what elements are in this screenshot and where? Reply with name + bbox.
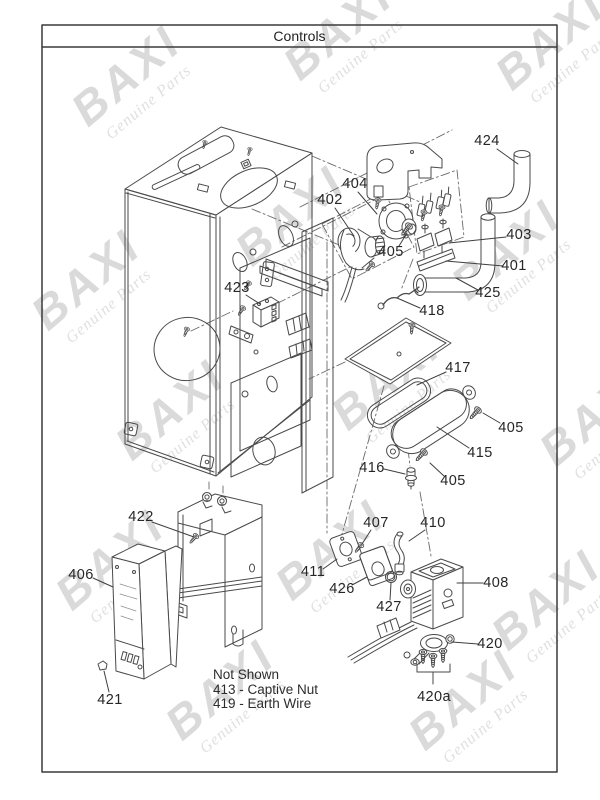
grommet-416 (405, 467, 417, 490)
valve-harness-wires (347, 617, 418, 664)
leader-line-405 (482, 412, 501, 424)
leader-line-407 (361, 529, 372, 545)
cabinet-case (123, 126, 313, 477)
leader-line-402 (334, 207, 355, 237)
terminal-block-423 (252, 296, 280, 328)
flue-hood-bracket (366, 142, 443, 210)
earth-lead-418 (377, 286, 420, 310)
j-pipe-425 (413, 213, 496, 296)
controls-tray-panels (228, 217, 334, 494)
leader-line-416 (383, 468, 406, 475)
screw-422 (187, 532, 201, 546)
leader-line-418 (396, 297, 421, 309)
control-lid-plate (344, 317, 452, 385)
leader-line-424 (496, 148, 519, 165)
fan-motor-402 (337, 227, 386, 303)
leader-line-401 (445, 260, 504, 267)
chassis-bracket (172, 492, 263, 648)
electrode-clips-403 (416, 186, 456, 272)
leader-line-404 (357, 191, 378, 215)
gas-valve-408 (400, 558, 464, 630)
leader-line-421 (103, 670, 110, 693)
cap-421 (97, 660, 108, 671)
leader-line-410 (408, 529, 426, 542)
leader-line-406 (92, 577, 114, 588)
leader-line-427 (389, 582, 392, 601)
fan-flange-disc (378, 202, 417, 240)
screw-set-420a (416, 647, 451, 685)
leader-line-403 (448, 236, 507, 244)
leader-line-405 (398, 232, 408, 247)
leader-line-411 (322, 558, 338, 570)
leader-line-425 (455, 277, 479, 291)
leader-line-415 (436, 426, 470, 449)
page-frame (41, 24, 558, 773)
leader-line-417 (416, 371, 447, 386)
sensing-pipe-410 (393, 531, 405, 576)
leader-line-422 (151, 521, 195, 538)
control-box-406 (97, 543, 183, 680)
gasket-417 (366, 377, 432, 429)
leader-line-405 (429, 462, 445, 477)
gas-valve-cluster (329, 531, 464, 685)
elbow-pipe-424 (485, 150, 531, 214)
callout-leader-lines (92, 148, 519, 693)
controls-assembly-art (97, 126, 531, 685)
leader-line-426 (351, 576, 368, 586)
sump-cover-415 (386, 385, 476, 459)
manifold-bar-401 (416, 248, 456, 272)
leader-line-420 (451, 641, 479, 645)
fan-aperture (153, 316, 221, 382)
leader-line-423 (245, 294, 261, 305)
